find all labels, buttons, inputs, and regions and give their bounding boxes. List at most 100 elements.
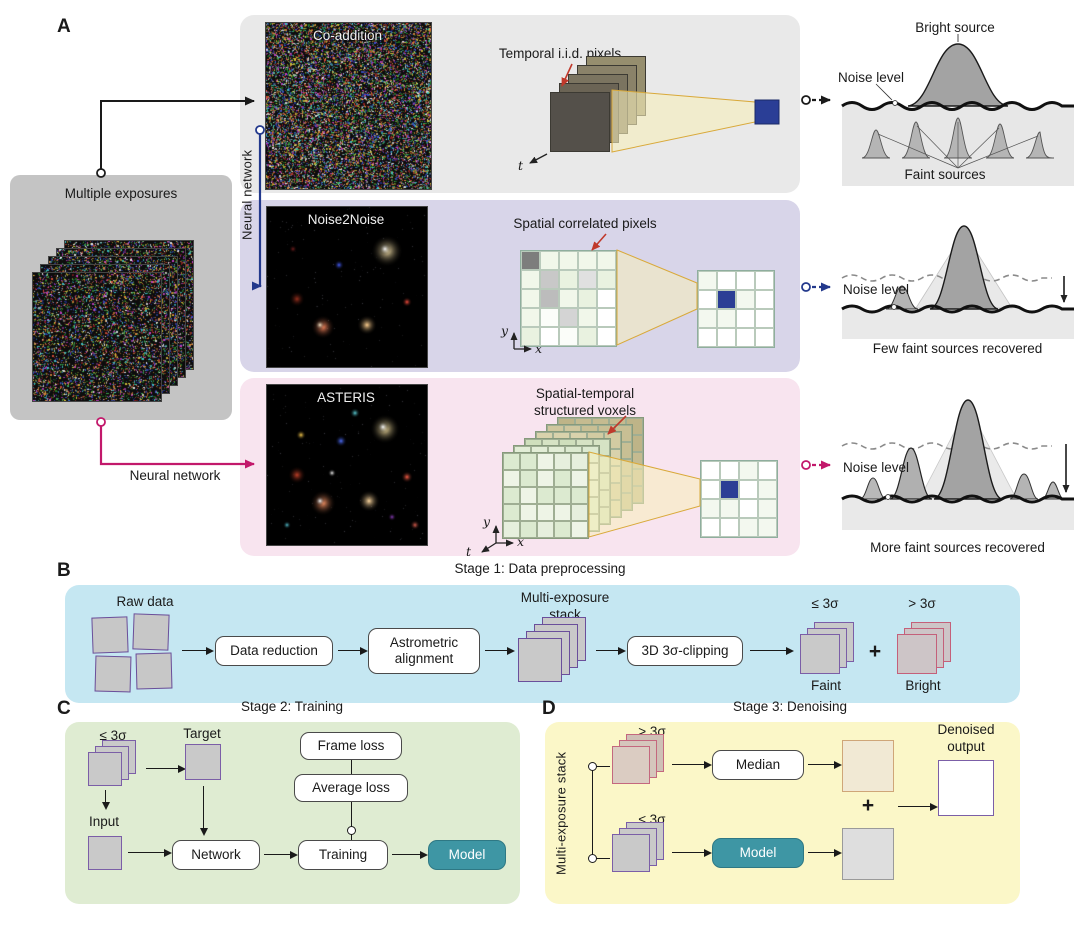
flow-arrow	[750, 647, 794, 656]
astrometric-alignment-box: Astrometric alignment	[368, 628, 480, 674]
asteris-profile-plot	[841, 399, 1074, 530]
multi-exposure-stack-label: Multi-exposure stack	[553, 751, 569, 875]
bright-source-label: Bright source	[915, 20, 995, 35]
model-box: Model	[712, 838, 804, 868]
neural-network-label-top: Neural network	[239, 149, 255, 241]
target-frame	[185, 744, 221, 780]
median-result-frame	[842, 740, 894, 792]
flow-arrow	[182, 647, 214, 656]
average-loss-box: Average loss	[294, 774, 408, 802]
coaddition-profile-plot	[841, 34, 1074, 186]
faint-sources-label: Faint sources	[904, 167, 986, 182]
model-box: Model	[428, 840, 506, 870]
noise2noise-image-label: Noise2Noise	[307, 212, 385, 227]
multiple-exposures-label: Multiple exposures	[64, 186, 178, 201]
coaddition-image	[265, 22, 432, 190]
temporal-frame	[550, 92, 610, 152]
model-result-frame	[842, 828, 894, 880]
stage3-title: Stage 3: Denoising	[732, 699, 848, 714]
noise2noise-output-arrow	[801, 282, 831, 292]
stage2-title: Stage 2: Training	[240, 699, 344, 714]
network-box: Network	[172, 840, 260, 870]
faint-source-pointers	[877, 122, 1039, 169]
noise2noise-image	[266, 206, 428, 368]
axis-x-label: x	[535, 341, 543, 356]
axis-x-label: x	[517, 534, 525, 549]
frame-loss-box: Frame loss	[300, 732, 402, 760]
voxel-grid-layer	[502, 452, 589, 539]
noise2noise-profile-plot	[841, 225, 1074, 339]
noise-level-line	[841, 101, 1074, 111]
flow-arrow	[146, 765, 186, 774]
noise-level-label: Noise level	[838, 70, 905, 85]
flow-arrow	[102, 790, 111, 810]
panel-c-label: C	[57, 698, 71, 719]
bright-frame	[897, 634, 937, 674]
output-pixel-grid	[697, 270, 775, 348]
asteris-image-label: ASTERIS	[317, 390, 375, 405]
flow-arrow	[672, 761, 712, 770]
flow-arrow	[898, 803, 938, 812]
bright-source-curve	[907, 43, 1009, 107]
stage2-background	[65, 722, 520, 904]
correlated-pixel-grid	[520, 250, 617, 347]
sigma-clipping-box: 3D 3σ-clipping	[627, 636, 743, 666]
few-faint-caption: Few faint sources recovered	[872, 341, 1043, 356]
faint-frame	[612, 834, 650, 872]
asteris-image	[266, 384, 428, 546]
stack-connector	[592, 858, 610, 859]
old-noise-level-line	[841, 442, 1052, 450]
plus-sign: +	[861, 794, 875, 817]
flow-arrow	[392, 851, 428, 860]
denoised-output-frame	[938, 760, 994, 816]
median-box: Median	[712, 750, 804, 780]
noise-level-label: Noise level	[843, 460, 910, 475]
input-frame	[88, 836, 122, 870]
input-label: Input	[88, 814, 120, 829]
raw-frame	[132, 613, 170, 651]
neural-network-label-bottom: Neural network	[129, 468, 221, 483]
flow-arrow	[338, 647, 368, 656]
spatial-pixels-label: Spatial correlated pixels	[513, 216, 657, 231]
flow-arrow	[672, 849, 712, 858]
training-box: Training	[298, 840, 388, 870]
noise-level-line	[841, 494, 1074, 504]
old-noise-level-line	[841, 274, 1052, 282]
axis-y-label: y	[501, 323, 509, 338]
flow-arrow	[808, 761, 842, 770]
coaddition-connector	[96, 96, 255, 178]
flow-arrow	[485, 647, 515, 656]
loss-connector	[351, 802, 352, 840]
asteris-output-arrow	[801, 460, 831, 470]
noise-level-label: Noise level	[843, 282, 910, 297]
flow-arrow	[264, 851, 298, 860]
panel-d-label: D	[542, 698, 556, 719]
raw-frame	[135, 652, 173, 690]
faint-sigma-label: ≤ 3σ	[811, 596, 839, 611]
bright-caption: Bright	[905, 678, 941, 693]
stack-connector	[592, 766, 610, 767]
voxels-label: Spatial-temporal structured voxels	[533, 386, 637, 418]
target-label: Target	[183, 726, 221, 741]
faint-frame	[88, 752, 122, 786]
faint-caption: Faint	[810, 678, 841, 693]
raw-frame	[94, 655, 132, 693]
flow-arrow	[200, 786, 209, 836]
flow-arrow	[596, 647, 626, 656]
denoised-output-label: Denoised output	[937, 722, 995, 754]
stage1-title: Stage 1: Data preprocessing	[454, 561, 626, 576]
asteris-connector	[96, 417, 255, 469]
flow-arrow	[808, 849, 842, 858]
raw-frame	[91, 616, 129, 654]
faint-frame	[800, 634, 840, 674]
coaddition-output-arrow	[801, 95, 831, 105]
voxel-output-grid	[700, 460, 778, 538]
raw-data-label: Raw data	[116, 594, 174, 609]
axis-y-label: y	[483, 514, 491, 529]
coaddition-image-label: Co-addition	[312, 28, 383, 43]
noise-level-line	[841, 304, 1074, 314]
axis-t-label: t	[466, 544, 472, 559]
bright-source-curve	[929, 225, 999, 310]
panel-b-label: B	[57, 560, 71, 581]
